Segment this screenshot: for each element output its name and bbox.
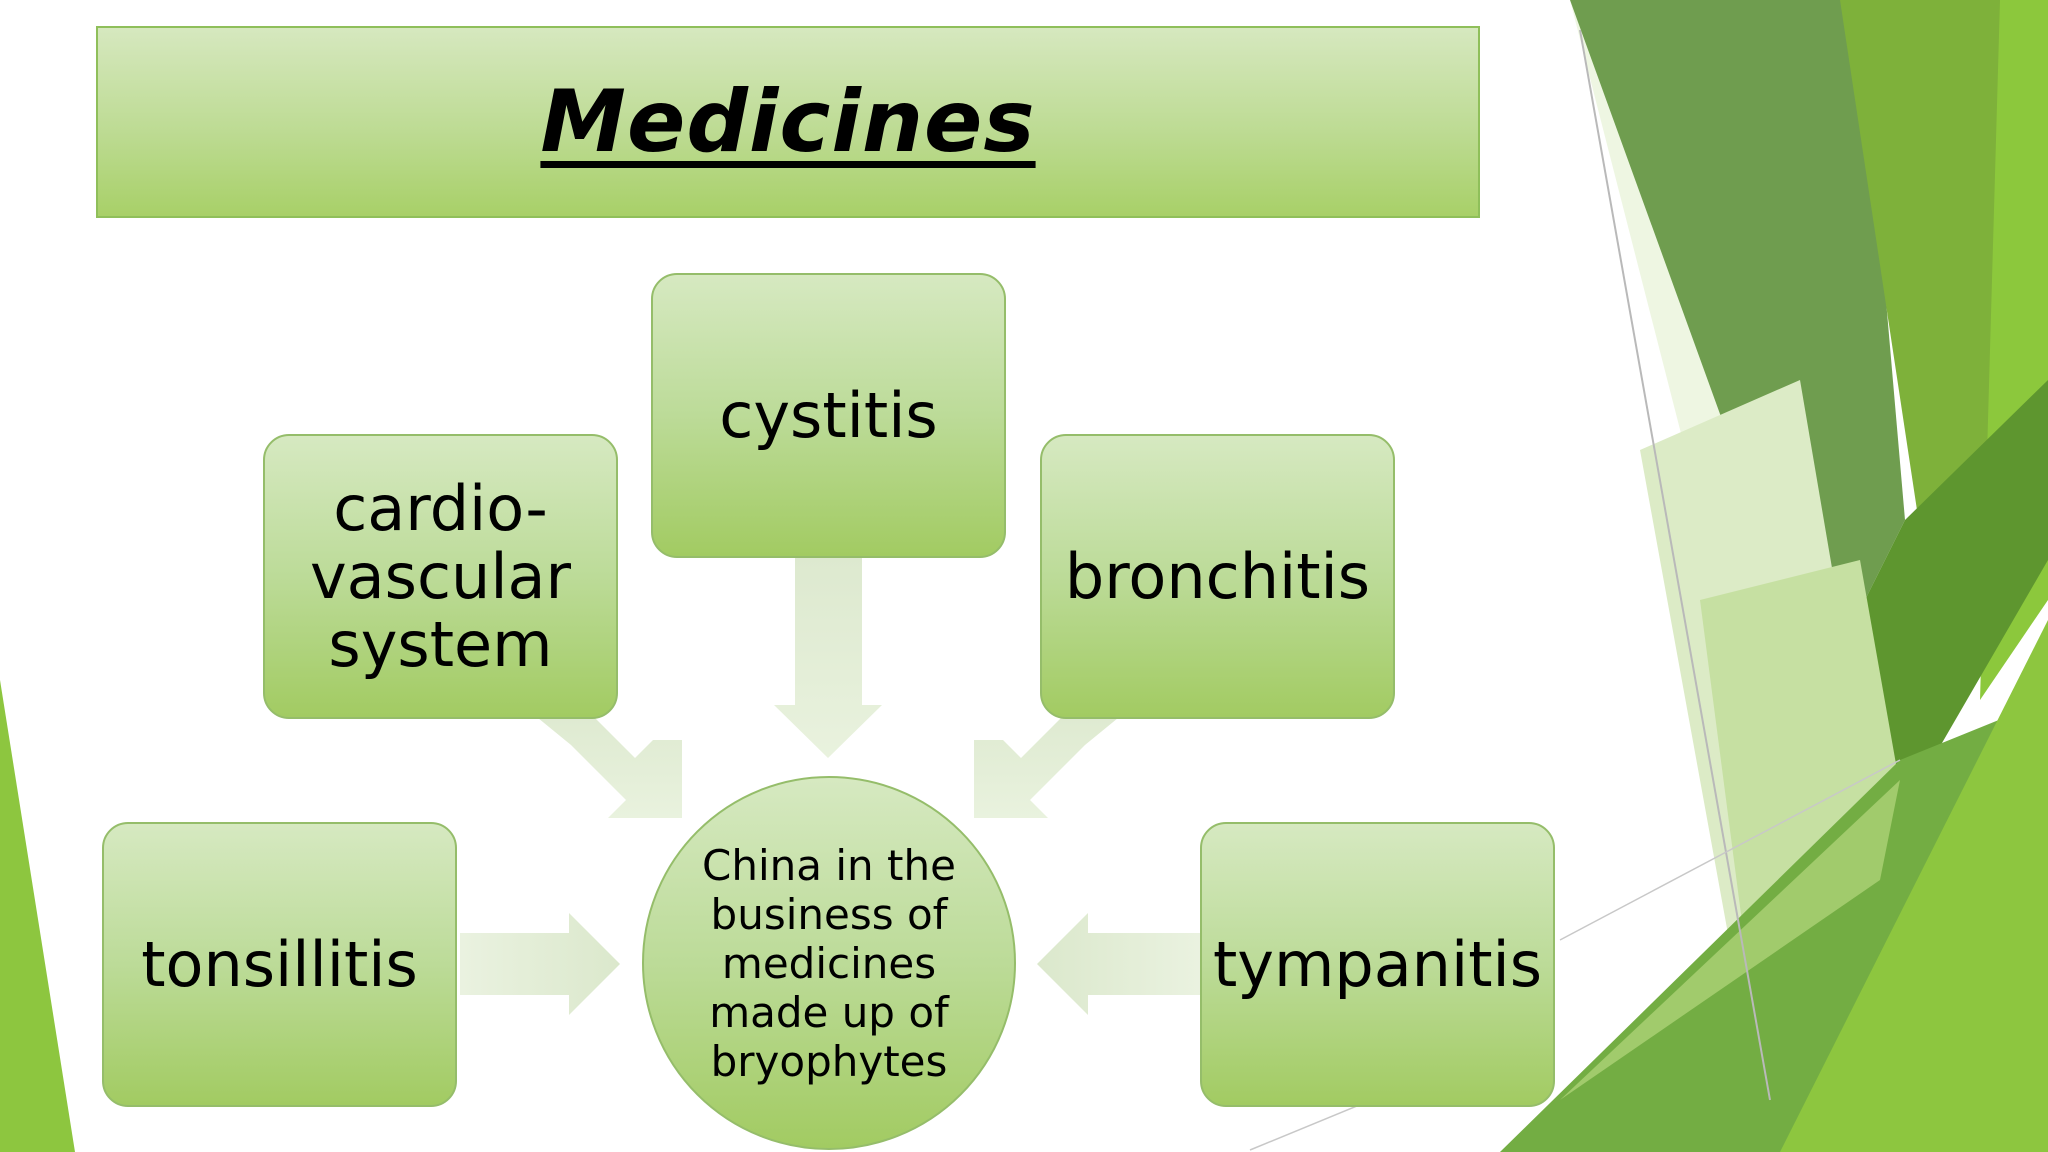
thin-line-2	[1559, 759, 1901, 941]
node-bronchitis-label: bronchitis	[1064, 539, 1371, 613]
node-cardiovascular-system: cardio- vascular system	[263, 434, 618, 719]
arrow-cystitis-to-hub	[774, 558, 882, 758]
arrow-tympanitis-to-hub	[1037, 913, 1200, 1015]
arrow-cardio-to-hub	[538, 703, 682, 818]
arrow-bronchitis-to-hub	[974, 703, 1118, 818]
node-tonsillitis: tonsillitis	[102, 822, 457, 1107]
page-title: Medicines	[540, 72, 1036, 172]
node-cystitis: cystitis	[651, 273, 1006, 558]
node-cystitis-label: cystitis	[719, 378, 938, 452]
node-tympanitis-label: tympanitis	[1212, 927, 1543, 1001]
node-tympanitis: tympanitis	[1200, 822, 1555, 1107]
thin-line-1	[1579, 29, 1771, 1101]
right-bottom-bright	[1780, 620, 2048, 1152]
hub-circle: China in the business of medicines made …	[642, 776, 1016, 1150]
node-bronchitis: bronchitis	[1040, 434, 1395, 719]
node-tonsillitis-label: tonsillitis	[141, 927, 418, 1001]
arrow-tonsillitis-to-hub	[460, 913, 620, 1015]
title-bar: Medicines	[96, 26, 1480, 218]
node-cardiovascular-label: cardio- vascular system	[309, 471, 572, 681]
left-green-sliver	[0, 680, 75, 1152]
hub-text: China in the business of medicines made …	[702, 840, 956, 1086]
right-bottom-light	[1560, 780, 1900, 1100]
